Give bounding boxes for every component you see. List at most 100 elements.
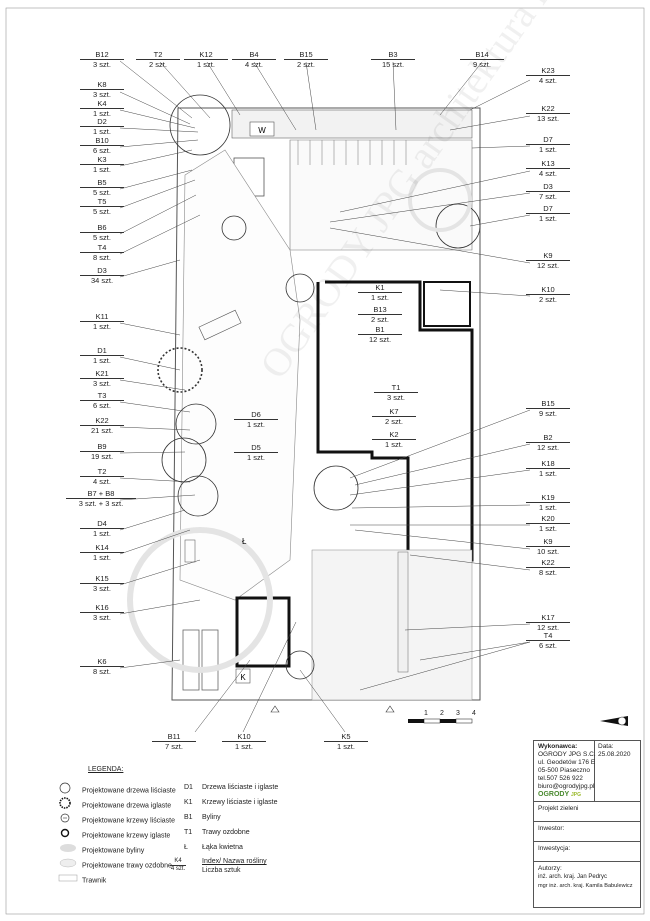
plant-count: 15 szt.: [371, 59, 415, 69]
plant-code: D3: [543, 182, 553, 191]
legend-text: Projektowane krzewy liściaste: [82, 817, 175, 825]
watermark-ring: [127, 527, 273, 673]
plant-code: T1: [391, 383, 401, 392]
tree-canopy: [169, 94, 231, 156]
plant-code: K6: [97, 657, 107, 666]
tree-canopy: [435, 203, 481, 249]
scale-label: 3: [456, 710, 460, 717]
legend-code-text: Byliny: [202, 814, 221, 821]
legend-text: Projektowane drzewa iglaste: [82, 802, 172, 810]
plant-code: B7 + B8: [87, 489, 115, 498]
plant-code: K1: [375, 283, 385, 292]
plant-code: T2: [153, 50, 163, 59]
plant-count: 2 szt.: [372, 416, 416, 426]
plant-code: B9: [97, 442, 107, 451]
tree-canopy: [285, 273, 315, 303]
plant-count: 3 szt.: [80, 583, 124, 593]
plot-boundary: [171, 107, 481, 701]
date-value: 25.08.2020: [598, 751, 631, 758]
phone: tel.507 526 922: [538, 775, 583, 782]
plant-code: D7: [543, 135, 553, 144]
plant-count: 1 szt.: [526, 468, 570, 478]
lawn-area: [179, 149, 301, 601]
plant-count: 1 szt.: [526, 213, 570, 223]
plant-code: D5: [251, 443, 261, 452]
plant-count: 8 szt.: [526, 567, 570, 577]
entrance-marker: [385, 705, 395, 713]
plant-code: D6: [251, 410, 261, 419]
plant-code: B15: [299, 50, 313, 59]
legend-item: Trawnik: [58, 872, 106, 884]
meadow-mark: Ł: [242, 537, 247, 546]
plant-code: K5: [341, 732, 351, 741]
conifer-shrub-icon: [58, 827, 82, 844]
plant-code: K20: [541, 514, 555, 523]
legend-code-text: Krzewy liściaste i iglaste: [202, 799, 278, 806]
raised-bed-1: [182, 629, 200, 691]
plant-count: 10 szt.: [526, 546, 570, 556]
plant-code: K22: [95, 416, 109, 425]
plant-count: 5 szt.: [80, 187, 124, 197]
k-mark: K: [240, 673, 246, 682]
perennials-icon: [58, 842, 82, 859]
plant-count: 1 szt.: [222, 741, 266, 751]
plant-count: 4 szt.: [526, 168, 570, 178]
plant-count: 12 szt.: [358, 334, 402, 344]
plant-count: 9 szt.: [460, 59, 504, 69]
company-logo: OGRODY JPG: [538, 791, 581, 798]
plant-code: K10: [541, 285, 555, 294]
lawn-icon: [58, 872, 82, 889]
plant-code: K19: [541, 493, 555, 502]
paving-south: [311, 549, 473, 701]
north-arrow-icon: [600, 716, 628, 726]
conifer-tree-icon: [58, 797, 82, 814]
plant-code: B3: [388, 50, 398, 59]
plant-code: K7: [389, 407, 399, 416]
plant-count: 3 szt.: [374, 392, 418, 402]
plant-count: 1 szt.: [234, 419, 278, 429]
plant-count: 1 szt.: [526, 144, 570, 154]
plant-code: K17: [541, 613, 555, 622]
legend-item: Projektowane drzewa liściaste: [58, 782, 176, 794]
plant-count: 2 szt.: [358, 314, 402, 324]
plant-code: B6: [97, 223, 107, 232]
index-code: K4: [174, 858, 182, 864]
entrance-marker: [270, 705, 280, 713]
email: biuro@ogrodyjpg.pl: [538, 783, 595, 790]
tree-canopy: [313, 465, 359, 511]
plant-code: K9: [543, 251, 553, 260]
plant-count: 2 szt.: [136, 59, 180, 69]
plant-count: 13 szt.: [526, 113, 570, 123]
contractor-label: Wykonawca:: [538, 743, 578, 750]
plant-code: K8: [97, 80, 107, 89]
scale-label: 2: [440, 710, 444, 717]
plant-code: T2: [97, 467, 107, 476]
plant-count: 3 szt. + 3 szt.: [66, 498, 136, 508]
legend-code: B1: [184, 814, 193, 821]
plant-count: 21 szt.: [80, 425, 124, 435]
plant-code: T4: [543, 631, 553, 640]
plant-count: 1 szt.: [526, 502, 570, 512]
plant-code: D3: [97, 266, 107, 275]
plant-code: K21: [95, 369, 109, 378]
